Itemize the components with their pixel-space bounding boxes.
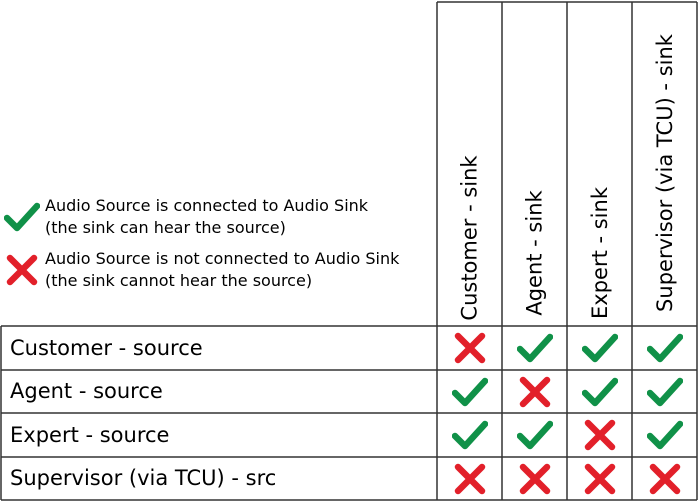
check-icon — [516, 420, 553, 450]
legend-connected-text: Audio Source is connected to Audio Sink … — [45, 195, 368, 239]
matrix-cell — [437, 457, 502, 500]
matrix-cell — [502, 457, 567, 500]
legend-connected-line1: Audio Source is connected to Audio Sink — [45, 196, 369, 215]
column-header-agent-sink: Agent - sink — [502, 0, 567, 326]
legend-not-connected: Audio Source is not connected to Audio S… — [4, 248, 399, 292]
row-label-supervisor-source: Supervisor (via TCU) - src — [10, 466, 277, 490]
matrix-cell — [502, 370, 567, 413]
matrix-cell — [502, 326, 567, 370]
legend-connected-line2: (the sink can hear the source) — [45, 218, 286, 237]
legend-not-connected-line1: Audio Source is not connected to Audio S… — [45, 249, 400, 268]
cross-icon — [519, 463, 550, 494]
check-icon — [581, 333, 618, 363]
matrix-cell — [632, 326, 697, 370]
matrix-cell — [632, 370, 697, 413]
column-header-label: Customer - sink — [457, 155, 482, 321]
legend-connected: Audio Source is connected to Audio Sink … — [4, 195, 368, 239]
check-icon — [516, 333, 553, 363]
matrix-cell — [632, 413, 697, 457]
matrix-cell — [567, 370, 632, 413]
column-header-supervisor-sink: Supervisor (via TCU) - sink — [632, 0, 697, 326]
check-icon — [646, 420, 683, 450]
row-label-agent-source: Agent - source — [10, 379, 163, 403]
matrix-cell — [437, 370, 502, 413]
check-icon — [451, 420, 488, 450]
cross-icon — [584, 419, 615, 451]
cross-icon — [454, 463, 485, 494]
check-icon — [581, 377, 618, 406]
matrix-cell — [632, 457, 697, 500]
matrix-cell — [567, 457, 632, 500]
column-header-expert-sink: Expert - sink — [567, 0, 632, 326]
matrix-cell — [437, 326, 502, 370]
column-header-label: Agent - sink — [522, 190, 547, 316]
check-icon — [451, 377, 488, 406]
column-header-label: Expert - sink — [587, 187, 612, 319]
cross-icon — [519, 376, 550, 407]
matrix-cell — [567, 326, 632, 370]
row-label-customer-source: Customer - source — [10, 336, 203, 360]
column-header-label: Supervisor (via TCU) - sink — [652, 34, 677, 312]
cross-icon — [649, 463, 680, 494]
matrix-cell — [437, 413, 502, 457]
matrix-cell — [567, 413, 632, 457]
check-icon — [646, 377, 683, 406]
check-icon — [646, 333, 683, 363]
check-icon — [4, 202, 40, 232]
cross-icon — [584, 463, 615, 494]
column-header-customer-sink: Customer - sink — [437, 0, 502, 326]
legend-not-connected-line2: (the sink cannot hear the source) — [45, 271, 313, 290]
cross-icon — [6, 254, 38, 286]
row-label-expert-source: Expert - source — [10, 423, 170, 447]
cross-icon — [454, 332, 485, 364]
legend-not-connected-text: Audio Source is not connected to Audio S… — [45, 248, 399, 292]
matrix-cell — [502, 413, 567, 457]
